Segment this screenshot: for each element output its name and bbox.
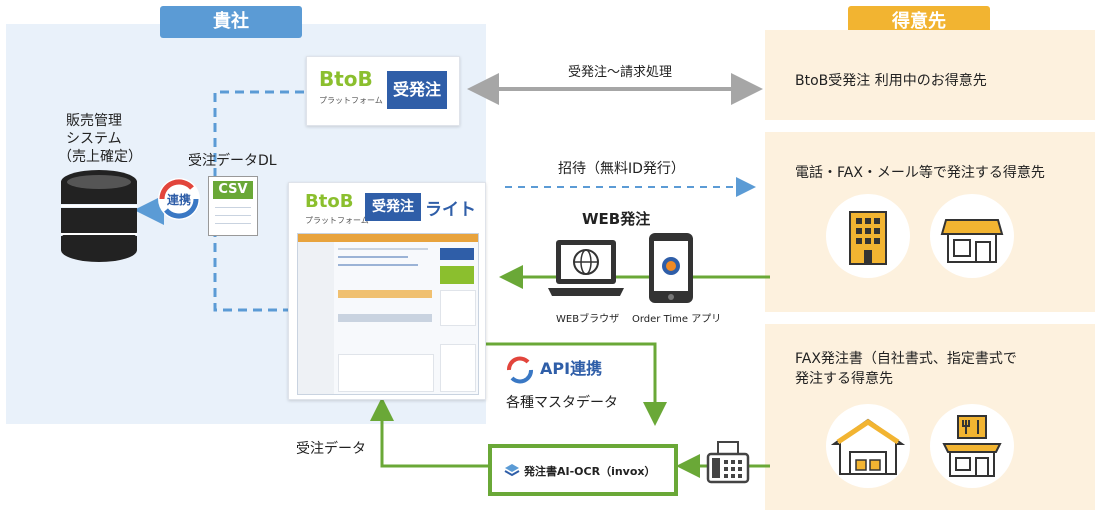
api-sync-icon: [507, 356, 533, 384]
restaurant-circle: [930, 404, 1014, 488]
office-building-icon: [849, 211, 887, 265]
btob-lite-logo-sub: プラットフォーム: [305, 216, 369, 225]
database-icon: [61, 170, 137, 262]
client-fax-text-1: FAX発注書（自社書式、指定書式で: [795, 351, 1017, 367]
btob-main-badge: 受発注: [387, 71, 447, 109]
client-phone-text: 電話・FAX・メール等で発注する得意先: [795, 165, 1045, 181]
client-fax-text-2: 発注する得意先: [795, 371, 893, 387]
sync-badge: 連携: [156, 176, 202, 222]
client-fax-box: FAX発注書（自社書式、指定書式で 発注する得意先: [765, 324, 1095, 510]
btob-main-logo: BtoB: [319, 67, 373, 91]
order-invoice-label: 受発注〜請求処理: [568, 65, 673, 80]
csv-file-icon: CSV: [208, 176, 258, 236]
warehouse-circle: [826, 404, 910, 488]
ocr-box: 発注書AI-OCR（invox）: [488, 444, 678, 496]
smartphone-icon: [649, 233, 693, 303]
restaurant-icon: [942, 415, 1002, 477]
csv-file-label: CSV: [213, 181, 253, 199]
btob-main-logo-sub: プラットフォーム: [319, 96, 383, 105]
app-label: Order Time アプリ: [632, 314, 722, 325]
order-data-arrow: [370, 397, 488, 468]
warehouse-icon: [830, 418, 906, 475]
api-title: API連携: [540, 359, 603, 378]
order-data-label: 受注データ: [296, 441, 366, 457]
ocr-label: 発注書AI-OCR（invox）: [524, 465, 656, 478]
client-btob-text: BtoB受発注 利用中のお得意先: [795, 73, 987, 89]
fax-icon: [706, 441, 750, 484]
sales-system-line3: （売上確定）: [58, 149, 142, 165]
client-btob-box: BtoB受発注 利用中のお得意先: [765, 30, 1095, 120]
btob-lite-logo: BtoB: [305, 191, 354, 212]
api-arrow: [484, 342, 667, 426]
laptop-icon: [548, 240, 624, 296]
invite-label: 招待（無料ID発行）: [558, 161, 685, 177]
office-circle: [826, 194, 910, 278]
web-order-label: WEB発注: [582, 210, 651, 228]
stack-icon: [504, 464, 520, 477]
api-subtitle: 各種マスタデータ: [506, 395, 618, 411]
btob-lite-card: BtoB プラットフォーム 受発注 ライト: [288, 182, 486, 400]
btob-lite-badge: 受発注: [365, 193, 421, 221]
sync-label: 連携: [166, 193, 191, 207]
company-label: 貴社: [160, 6, 302, 38]
client-phone-box: 電話・FAX・メール等で発注する得意先: [765, 132, 1095, 312]
storefront-icon: [940, 219, 1004, 263]
browser-label: WEBブラウザ: [556, 314, 620, 325]
sales-system-line2: システム: [66, 131, 122, 147]
shop-circle: [930, 194, 1014, 278]
btob-main-card: BtoB プラットフォーム 受発注: [306, 56, 460, 126]
btob-lite-suffix: ライト: [425, 200, 476, 220]
sales-system-line1: 販売管理: [66, 113, 122, 129]
sync-icon: [158, 178, 200, 220]
csv-download-label: 受注データDL: [188, 153, 277, 169]
lite-screenshot: [297, 233, 479, 395]
